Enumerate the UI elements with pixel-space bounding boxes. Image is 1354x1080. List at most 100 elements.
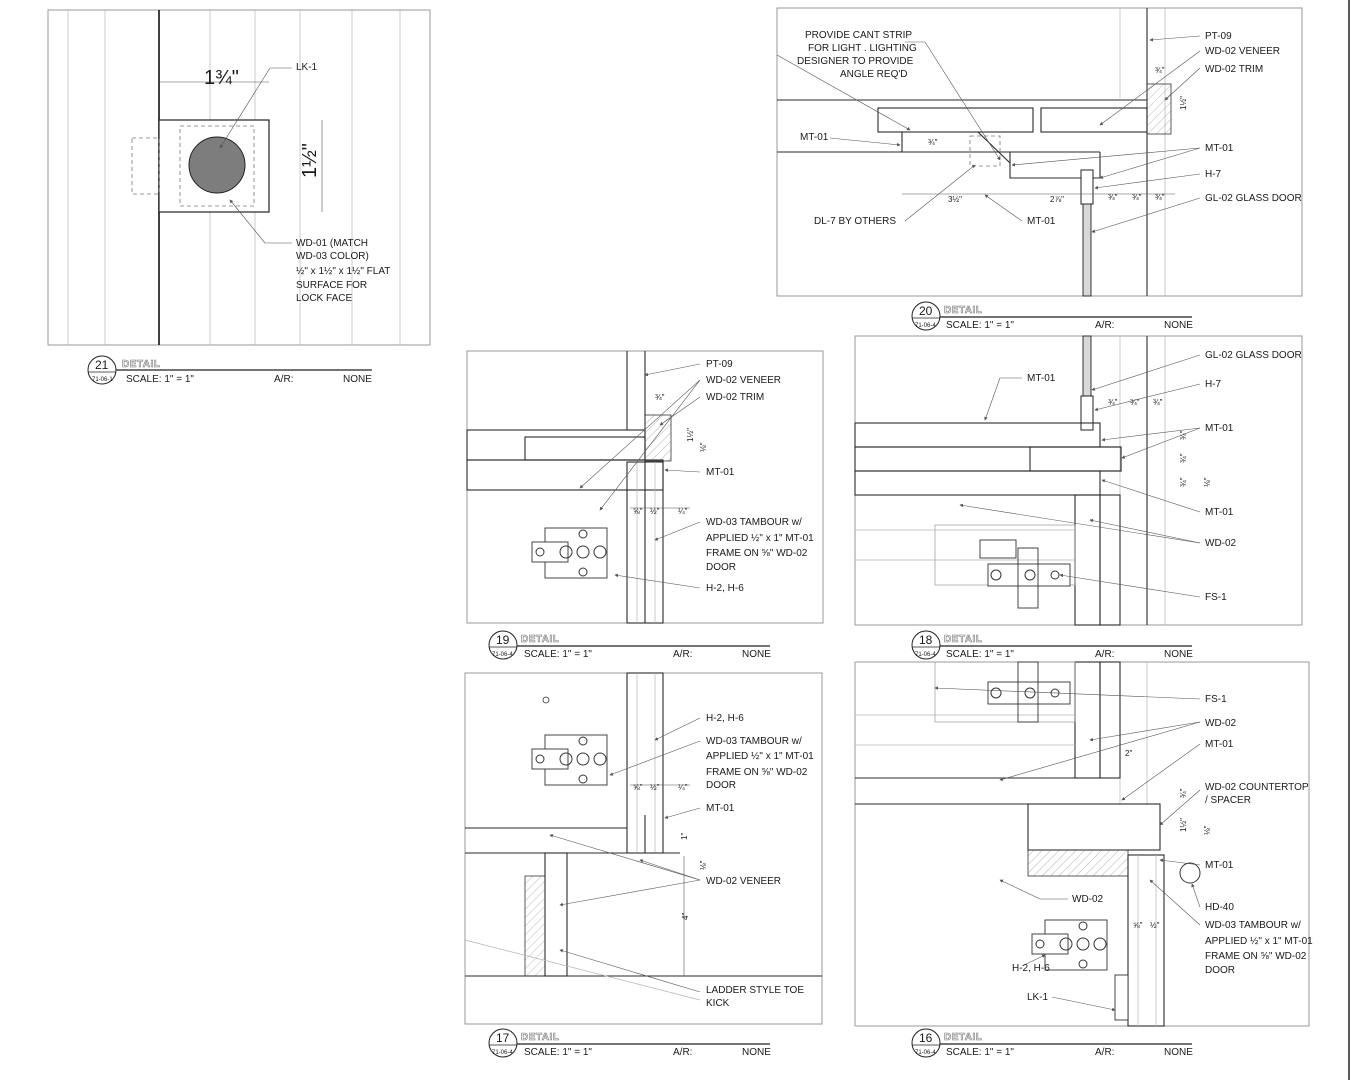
label-mt01-left: MT-01 bbox=[800, 132, 829, 143]
dim-5: ½" bbox=[650, 507, 660, 516]
detail-word: DETAIL bbox=[521, 634, 559, 645]
label-wd02-trim: WD-02 TRIM bbox=[1205, 64, 1263, 75]
dim-5: ⅝" bbox=[1133, 921, 1143, 930]
ar-label: A/R: bbox=[1095, 320, 1114, 331]
label-tambour-2: APPLIED ½" x 1" MT-01 bbox=[706, 533, 814, 544]
scale-label: SCALE: 1" = 1" bbox=[126, 374, 194, 385]
dim-3: ¼" bbox=[678, 783, 688, 792]
sheet-ref: 71-06-4 bbox=[915, 652, 936, 658]
dim-1: ¾" bbox=[655, 393, 665, 402]
label-wd02: WD-02 bbox=[1205, 538, 1237, 549]
label-h2-h6: H-2, H-6 bbox=[706, 583, 744, 594]
detail-word: DETAIL bbox=[944, 305, 982, 316]
sheet-ref: 71-06-4 bbox=[492, 1050, 513, 1056]
label-h2-h6: H-2, H-6 bbox=[706, 713, 744, 724]
dim-2: ¾" bbox=[1179, 788, 1188, 798]
dim-6: ½" bbox=[1150, 921, 1160, 930]
label-wd01-5: LOCK FACE bbox=[296, 293, 352, 304]
h7-pivot bbox=[1080, 395, 1094, 431]
ar-label: A/R: bbox=[274, 374, 293, 385]
sheet-ref: 71-06-4 bbox=[492, 652, 513, 658]
label-hd40: HD-40 bbox=[1205, 902, 1234, 913]
label-cant-1: PROVIDE CANT STRIP bbox=[805, 30, 912, 41]
h7-pivot bbox=[1080, 169, 1094, 205]
scale-label: SCALE: 1" = 1" bbox=[524, 1047, 592, 1058]
dim-5: ¾" bbox=[1155, 193, 1165, 202]
label-mt01-bottom: MT-01 bbox=[1027, 216, 1056, 227]
label-lk1: LK-1 bbox=[296, 62, 318, 73]
dim-8: ¾" bbox=[1155, 66, 1165, 75]
detail-number: 18 bbox=[919, 633, 933, 647]
hinge-h2-h6 bbox=[531, 734, 608, 786]
label-tambour-1: WD-03 TAMBOUR w/ bbox=[706, 736, 802, 747]
dim-3: ¾" bbox=[1153, 398, 1163, 407]
label-mt01-a: MT-01 bbox=[1205, 423, 1234, 434]
label-mt01: MT-01 bbox=[706, 803, 735, 814]
lk1-lock bbox=[1114, 974, 1129, 1021]
label-wd01-4: SURFACE FOR bbox=[296, 280, 367, 291]
title-block: 16 71-06-4 DETAIL SCALE: 1" = 1" A/R: NO… bbox=[911, 1028, 1193, 1058]
dim-3: ⅛" bbox=[699, 442, 708, 452]
wd02-trim bbox=[644, 414, 672, 462]
ar-value: NONE bbox=[742, 1047, 771, 1058]
detail-number: 20 bbox=[919, 304, 933, 318]
hidden-lock-plate bbox=[179, 125, 255, 207]
label-wd01-3: ½" x 1½" x 1½" FLAT bbox=[296, 266, 390, 277]
hidden-lock-body bbox=[131, 137, 160, 195]
label-tambour-2: APPLIED ½" x 1" MT-01 bbox=[1205, 936, 1313, 947]
label-toe-2: KICK bbox=[706, 998, 730, 1009]
label-wd02-veneer: WD-02 VENEER bbox=[706, 876, 781, 887]
dim-7: ⅛" bbox=[1203, 477, 1212, 487]
detail-word: DETAIL bbox=[122, 359, 160, 370]
title-block: 17 71-06-4 DETAIL SCALE: 1" = 1" A/R: NO… bbox=[488, 1028, 771, 1058]
label-tambour-3: FRAME ON ⅝" WD-02 bbox=[706, 548, 808, 559]
label-wd01-1: WD-01 (MATCH bbox=[296, 238, 368, 249]
dim-5: ⅛" bbox=[699, 860, 708, 870]
detail-word: DETAIL bbox=[521, 1032, 559, 1043]
detail-word: DETAIL bbox=[944, 1032, 982, 1043]
lock-cylinder bbox=[188, 136, 246, 194]
dim-height: 1½" bbox=[299, 143, 321, 178]
scale-label: SCALE: 1" = 1" bbox=[946, 320, 1014, 331]
detail-number: 16 bbox=[919, 1031, 933, 1045]
title-block: 19 71-06-4 DETAIL SCALE: 1" = 1" A/R: NO… bbox=[488, 630, 771, 660]
dim-4: 1" bbox=[680, 833, 689, 840]
sheet-ref: 71-06-4 bbox=[915, 1050, 936, 1056]
dim-2: 2⅞" bbox=[1050, 195, 1064, 204]
label-cant-3: DESIGNER TO PROVIDE bbox=[797, 56, 914, 67]
dim-4: ¾" bbox=[1132, 193, 1142, 202]
spacer-block bbox=[1027, 849, 1129, 877]
ar-value: NONE bbox=[1164, 320, 1193, 331]
drawer-slide bbox=[855, 661, 1076, 746]
toe-kick-block bbox=[524, 875, 546, 977]
dim-1: 3½" bbox=[948, 195, 962, 204]
title-block: 20 71-06-4 DETAIL SCALE: 1" = 1" A/R: NO… bbox=[911, 301, 1193, 331]
label-mt01-b: MT-01 bbox=[1205, 860, 1234, 871]
label-wd02-trim: WD-02 TRIM bbox=[706, 392, 764, 403]
detail-number: 19 bbox=[496, 633, 510, 647]
dim-4: ⅛" bbox=[1203, 825, 1212, 835]
panel-a bbox=[877, 107, 1034, 133]
label-tambour-4: DOOR bbox=[706, 562, 736, 573]
label-tambour-3: FRAME ON ⅝" WD-02 bbox=[1205, 951, 1307, 962]
ar-value: NONE bbox=[343, 374, 372, 385]
ar-label: A/R: bbox=[1095, 649, 1114, 660]
ar-value: NONE bbox=[1164, 649, 1193, 660]
label-dl7: DL-7 BY OTHERS bbox=[814, 216, 896, 227]
label-fs1: FS-1 bbox=[1205, 592, 1227, 603]
detail-18: ¾" ¾" ¾" ¾" ¾" ¾" ⅛" MT-01 GL-02 GLASS D… bbox=[854, 335, 1303, 660]
label-mt01: MT-01 bbox=[706, 467, 735, 478]
detail-20: 3½" 2⅞" ¾" ¾" ¾" ¾" 1½" ¾" PROVIDE CANT … bbox=[776, 7, 1303, 331]
glass-door bbox=[1082, 203, 1092, 297]
label-pt09: PT-09 bbox=[1205, 31, 1232, 42]
label-fs1: FS-1 bbox=[1205, 694, 1227, 705]
dim-2: ½" bbox=[650, 783, 660, 792]
hd40-bumper bbox=[1179, 862, 1201, 884]
label-tambour-3: FRAME ON ⅝" WD-02 bbox=[706, 767, 808, 778]
label-mt01-left: MT-01 bbox=[1027, 373, 1056, 384]
label-h7: H-7 bbox=[1205, 169, 1222, 180]
label-gl02: GL-02 GLASS DOOR bbox=[1205, 350, 1302, 361]
detail-frame bbox=[854, 661, 1310, 1027]
scale-label: SCALE: 1" = 1" bbox=[524, 649, 592, 660]
